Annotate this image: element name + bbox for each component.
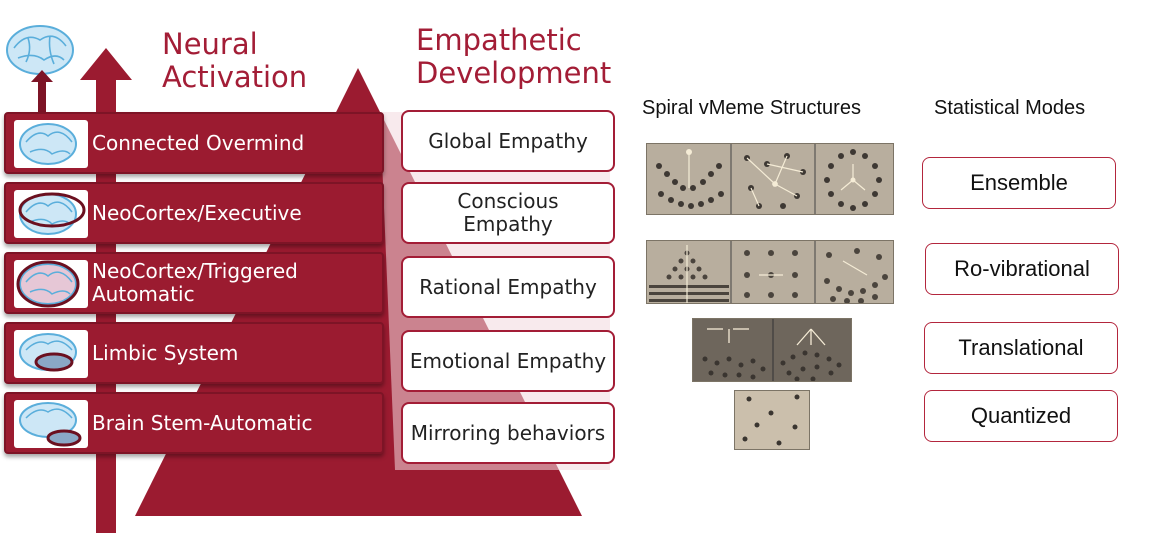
brain-icon <box>14 260 88 308</box>
structures-heading: Spiral vMeme Structures <box>642 97 861 119</box>
empathy-rational: Rational Empathy <box>401 256 615 318</box>
ensemble-structure-image <box>646 143 894 215</box>
level-limbic-system: Limbic System <box>4 322 384 384</box>
rovibrational-structure-image <box>646 240 894 304</box>
brain-icon <box>14 190 88 238</box>
level-label: Brain Stem-Automatic <box>92 410 313 435</box>
empathetic-development-heading: Empathetic Development <box>416 23 612 90</box>
neural-activation-heading: Neural Activation <box>162 27 308 94</box>
empathy-mirroring: Mirroring behaviors <box>401 402 615 464</box>
empathy-conscious: Conscious Empathy <box>401 182 615 244</box>
mode-ensemble: Ensemble <box>922 157 1116 209</box>
level-connected-overmind: Connected Overmind <box>4 112 384 174</box>
modes-heading: Statistical Modes <box>934 97 1086 119</box>
level-label: NeoCortex/Executive <box>92 200 302 225</box>
mode-quantized: Quantized <box>924 390 1118 442</box>
double-arrow-icon <box>31 70 53 124</box>
level-label: Connected Overmind <box>92 130 305 155</box>
level-label: NeoCortex/Triggered Automatic <box>92 259 298 306</box>
level-neocortex-executive: NeoCortex/Executive <box>4 182 384 244</box>
mode-ro-vibrational: Ro-vibrational <box>925 243 1119 295</box>
level-label: Limbic System <box>92 340 239 365</box>
mode-translational: Translational <box>924 322 1118 374</box>
translational-structure-image <box>692 318 852 382</box>
level-neocortex-triggered: NeoCortex/Triggered Automatic <box>4 252 384 314</box>
level-brain-stem: Brain Stem-Automatic <box>4 392 384 454</box>
empathy-global: Global Empathy <box>401 110 615 172</box>
quantized-structure-image <box>734 390 810 450</box>
brain-icon <box>14 120 88 168</box>
empathy-emotional: Emotional Empathy <box>401 330 615 392</box>
brain-icon <box>14 330 88 378</box>
brain-icon <box>14 400 88 448</box>
